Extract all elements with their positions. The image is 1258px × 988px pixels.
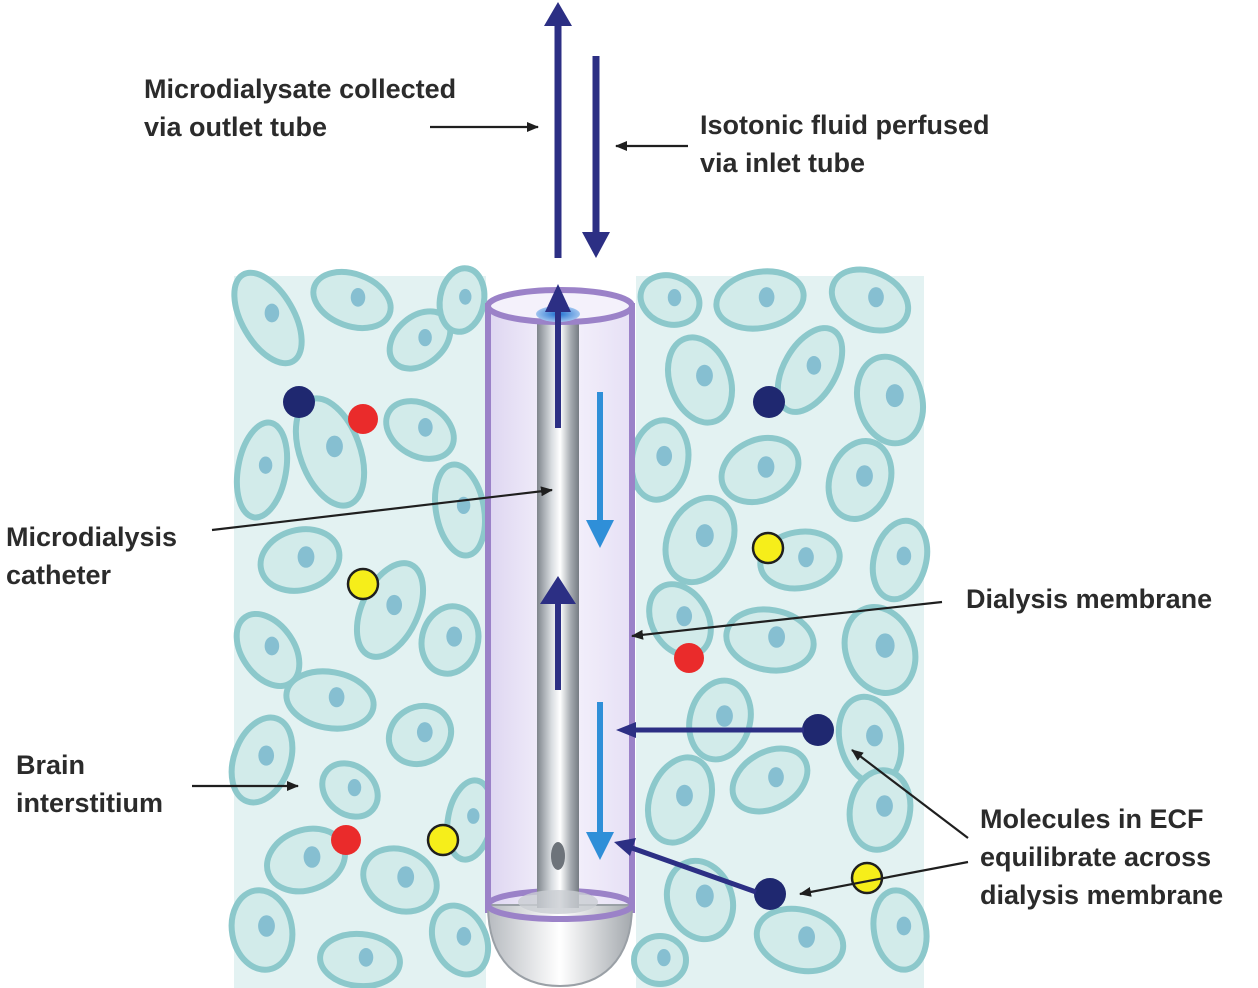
cell-nucleus bbox=[868, 287, 884, 308]
label-membrane: Dialysis membrane bbox=[966, 584, 1212, 614]
ecf-molecules bbox=[283, 386, 884, 910]
molecule-yellow bbox=[751, 531, 785, 565]
cell-nucleus bbox=[885, 384, 904, 408]
cell-nucleus bbox=[798, 547, 814, 568]
cell-nucleus bbox=[696, 364, 713, 387]
cell-nucleus bbox=[676, 606, 693, 627]
cell-nucleus bbox=[798, 926, 815, 948]
pointer-molecules-lower bbox=[799, 860, 969, 897]
cell-nucleus bbox=[768, 626, 785, 648]
molecule-blue bbox=[802, 714, 834, 746]
cell-nucleus bbox=[347, 778, 362, 797]
label-catheter-line2: catheter bbox=[6, 560, 112, 590]
molecule-yellow bbox=[346, 567, 380, 601]
cell-nucleus bbox=[258, 745, 275, 766]
molecule-blue bbox=[283, 386, 315, 418]
cell-nucleus bbox=[695, 524, 714, 548]
inlet-tube-arrowhead bbox=[582, 232, 610, 258]
cell-nucleus bbox=[806, 356, 822, 375]
label-catheter-line1: Microdialysis bbox=[6, 522, 177, 552]
diffusion-head-lower bbox=[614, 838, 636, 856]
pointer-catheter bbox=[211, 486, 553, 532]
cell-nucleus bbox=[264, 303, 280, 323]
cell-nucleus bbox=[856, 465, 873, 487]
cell-nucleus bbox=[768, 767, 784, 788]
down-arrow-upper bbox=[586, 392, 614, 548]
cell-nucleus bbox=[258, 915, 275, 937]
cell-nucleus bbox=[876, 795, 893, 817]
labels: Microdialysate collected via outlet tube… bbox=[6, 74, 1223, 910]
label-inlet-line1: Isotonic fluid perfused bbox=[700, 110, 990, 140]
molecule-yellow bbox=[850, 861, 884, 895]
cell-nucleus bbox=[297, 546, 315, 568]
cell-nucleus bbox=[397, 866, 415, 888]
outflow-arrows bbox=[540, 284, 576, 690]
molecule-yellow bbox=[426, 823, 460, 857]
cell-nucleus bbox=[418, 418, 433, 437]
molecule-red bbox=[348, 404, 378, 434]
label-brain-line1: Brain bbox=[16, 750, 85, 780]
diffusion-line-lower bbox=[631, 845, 757, 895]
label-molecules-line1: Molecules in ECF bbox=[980, 804, 1204, 834]
microdialysis-probe bbox=[485, 284, 635, 988]
pointer-lines bbox=[192, 122, 969, 897]
cell-nucleus bbox=[695, 884, 714, 908]
cell-nucleus bbox=[656, 445, 673, 467]
probe-tip bbox=[486, 904, 634, 988]
label-inlet-line2: via inlet tube bbox=[700, 148, 865, 178]
perfusate-arrows bbox=[586, 392, 614, 860]
molecule-blue bbox=[754, 878, 786, 910]
molecule-red bbox=[674, 643, 704, 673]
cell-nucleus bbox=[258, 456, 273, 474]
cell-nucleus bbox=[418, 328, 432, 347]
molecule-blue bbox=[753, 386, 785, 418]
cell-nucleus bbox=[264, 636, 280, 656]
label-outlet-line1: Microdialysate collected bbox=[144, 74, 456, 104]
diffusion-head-upper bbox=[616, 722, 636, 738]
label-molecules-line3: dialysis membrane bbox=[980, 880, 1223, 910]
cell-nucleus bbox=[676, 784, 693, 807]
catheter-bottom-opening bbox=[551, 842, 565, 870]
cell-nucleus bbox=[667, 288, 682, 307]
cell-nucleus bbox=[459, 288, 472, 305]
pointer-membrane bbox=[631, 600, 943, 640]
cell-nucleus bbox=[657, 948, 671, 967]
cell-nucleus bbox=[446, 626, 463, 647]
pointer-molecules-upper bbox=[851, 749, 969, 839]
up-arrow-top bbox=[545, 284, 571, 428]
cell-nucleus bbox=[896, 546, 912, 566]
cell-nucleus bbox=[896, 916, 912, 936]
cell-nucleus bbox=[758, 287, 775, 308]
cell-nucleus bbox=[716, 705, 733, 727]
molecule-red bbox=[331, 825, 361, 855]
cell-nucleus bbox=[358, 948, 374, 967]
cell-nucleus bbox=[303, 846, 321, 868]
cell-nucleus bbox=[467, 808, 480, 824]
label-brain-line2: interstitium bbox=[16, 788, 163, 818]
cell-nucleus bbox=[757, 456, 775, 478]
cell-nucleus bbox=[328, 687, 345, 708]
tube-flow-arrows bbox=[544, 2, 610, 258]
up-arrow-lower bbox=[540, 576, 576, 690]
cell-nucleus bbox=[326, 435, 343, 458]
cell-nucleus bbox=[416, 722, 433, 743]
catheter-base bbox=[518, 890, 598, 914]
down-arrow-lower bbox=[586, 702, 614, 860]
cell-nucleus bbox=[875, 633, 895, 658]
diffusion-arrows bbox=[614, 722, 804, 895]
cell-nucleus bbox=[456, 927, 472, 946]
cell-nucleus bbox=[350, 288, 366, 307]
label-outlet-line2: via outlet tube bbox=[144, 112, 327, 142]
cell-nucleus bbox=[386, 594, 403, 616]
label-molecules-line2: equilibrate across bbox=[980, 842, 1211, 872]
outlet-tube-arrowhead bbox=[544, 2, 572, 26]
cell-nucleus bbox=[866, 724, 883, 747]
